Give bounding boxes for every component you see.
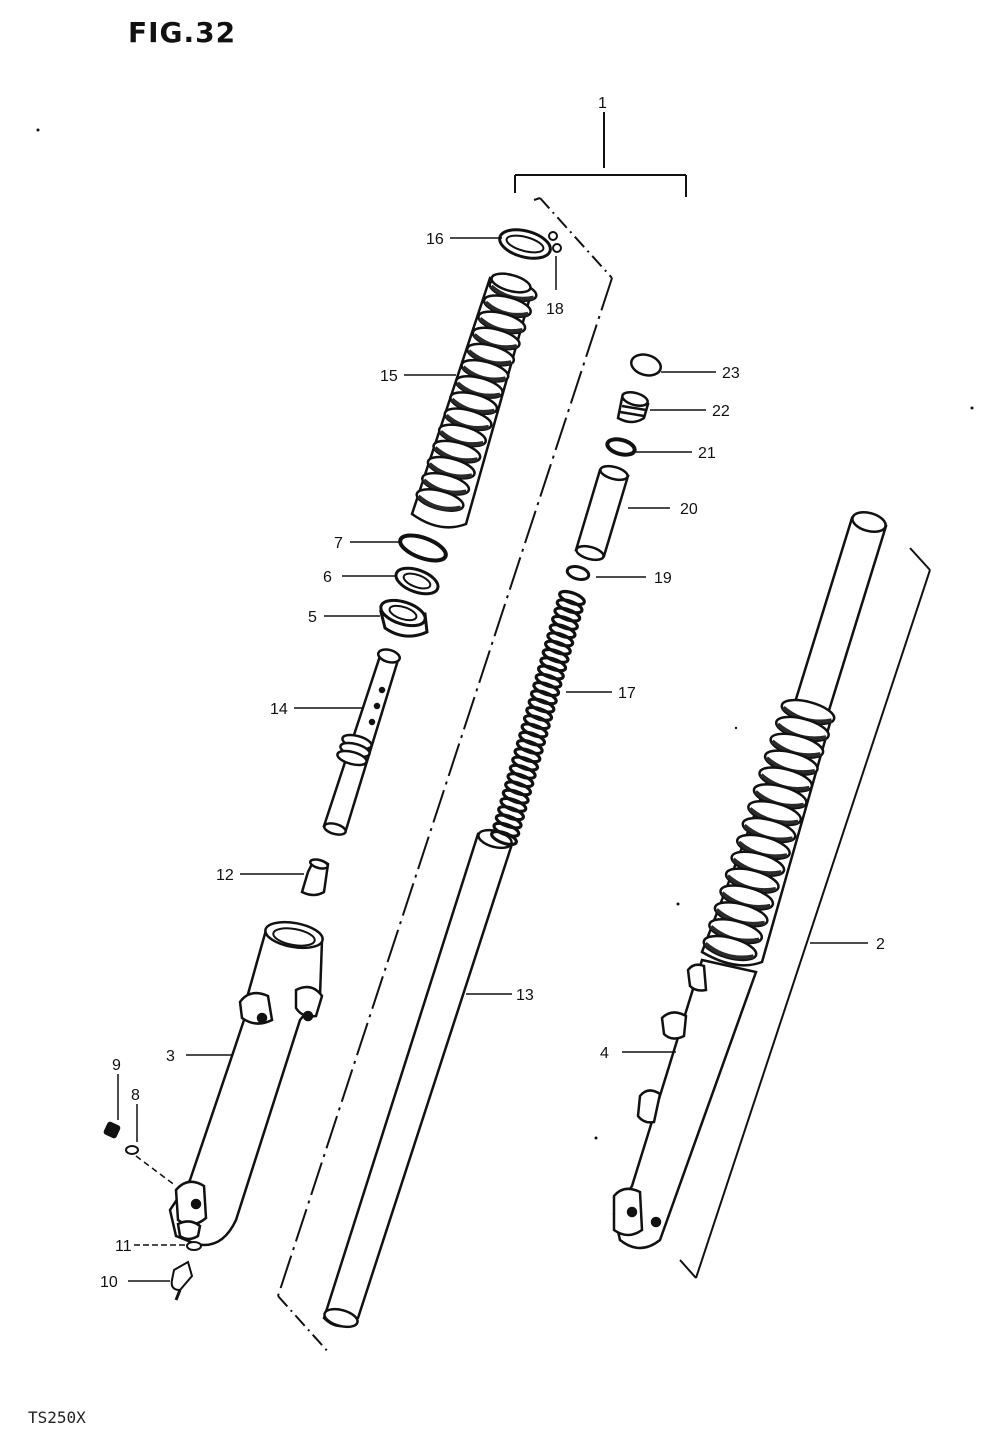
spring-coil	[497, 805, 525, 822]
callout-15: 15	[380, 368, 398, 385]
spring-coil	[551, 614, 579, 631]
part-19-washer	[565, 565, 591, 581]
callout-6: 6	[323, 569, 332, 586]
spring-coil	[536, 664, 565, 681]
callout-4: 4	[600, 1045, 609, 1062]
part-5-oil-seal	[379, 598, 429, 638]
spring-coil	[532, 680, 561, 698]
callout-5: 5	[308, 609, 317, 626]
callout-9: 9	[112, 1057, 121, 1074]
part-4-outer-tube-right	[612, 958, 758, 1250]
bellows-shadow	[416, 494, 462, 511]
figure-title: FIG.32	[128, 16, 237, 49]
bellows-shadow	[704, 941, 754, 960]
print-specks	[36, 128, 974, 1140]
spring-coil	[546, 631, 575, 648]
callout-14: 14	[270, 701, 288, 718]
spring-coil	[558, 589, 586, 607]
callouts	[117, 237, 868, 1282]
callout-8: 8	[131, 1087, 140, 1104]
boot-top-opening	[490, 272, 532, 294]
spring-coil	[515, 738, 544, 756]
spring-coil	[539, 656, 568, 673]
part-9-bolt	[103, 1121, 121, 1139]
part-21-o-ring	[605, 437, 637, 457]
leader-9-8-dashed	[135, 1155, 177, 1187]
part-22-cap-bolt	[616, 391, 650, 424]
part-7-ring	[398, 533, 448, 563]
callout-21: 21	[698, 445, 716, 462]
callout-12: 12	[216, 867, 234, 884]
callout-16: 16	[426, 231, 444, 248]
part-2-fork-assembly	[790, 511, 888, 722]
right-group-frame	[679, 547, 931, 1279]
callout-18: 18	[546, 301, 564, 318]
part-6-washer	[394, 566, 440, 596]
spring-coil	[522, 714, 551, 731]
part-16-clamp	[498, 228, 552, 260]
callout-13: 13	[516, 987, 534, 1004]
spring-coil	[555, 598, 584, 615]
part-14-damper-rod	[322, 648, 401, 836]
spring-coil	[553, 606, 582, 623]
spring-coil	[525, 705, 554, 722]
callout-11: 11	[115, 1238, 132, 1255]
part-2-boot	[700, 698, 836, 967]
spring-coil	[490, 829, 518, 847]
spring-coil	[511, 755, 540, 772]
spring-coil	[506, 772, 535, 789]
part-20-spacer	[574, 464, 630, 562]
spring-coil	[504, 780, 533, 797]
spring-coil	[541, 647, 570, 664]
spring-coil	[529, 689, 558, 706]
spring-coil	[494, 813, 523, 830]
callout-7: 7	[334, 535, 343, 552]
callout-2: 2	[876, 936, 885, 953]
spring-coil	[548, 623, 577, 640]
part-12-fitting	[300, 858, 330, 897]
spring-coil	[543, 639, 572, 656]
spring-coil	[501, 788, 530, 805]
callout-10: 10	[100, 1274, 118, 1291]
model-label: TS250X	[28, 1408, 86, 1427]
callout-1: 1	[598, 95, 607, 112]
part-17-spring	[490, 589, 586, 847]
part-15-fork-boot	[410, 272, 538, 529]
assembly-bracket	[514, 112, 687, 197]
callout-20: 20	[680, 501, 698, 518]
left-group-frame	[277, 197, 613, 1355]
callout-22: 22	[712, 403, 730, 420]
callout-17: 17	[618, 685, 636, 702]
spring-coil	[513, 747, 542, 764]
part-18-screw	[548, 231, 562, 253]
part-13-inner-tube	[322, 828, 514, 1329]
part-11-washer	[186, 1241, 202, 1251]
part-10-bolt	[170, 1260, 194, 1301]
part-3-outer-tube-left	[168, 920, 324, 1247]
spring-coil	[520, 722, 549, 739]
part-23-cap	[630, 353, 662, 377]
spring-coil	[518, 730, 547, 747]
callout-3: 3	[166, 1048, 175, 1065]
spring-coil	[527, 697, 556, 714]
callout-23: 23	[722, 365, 740, 382]
spring-coil	[508, 763, 537, 780]
callout-19: 19	[654, 570, 672, 587]
part-8-washer	[125, 1145, 139, 1155]
spring-coil	[499, 796, 528, 813]
spring-coil	[534, 672, 563, 689]
